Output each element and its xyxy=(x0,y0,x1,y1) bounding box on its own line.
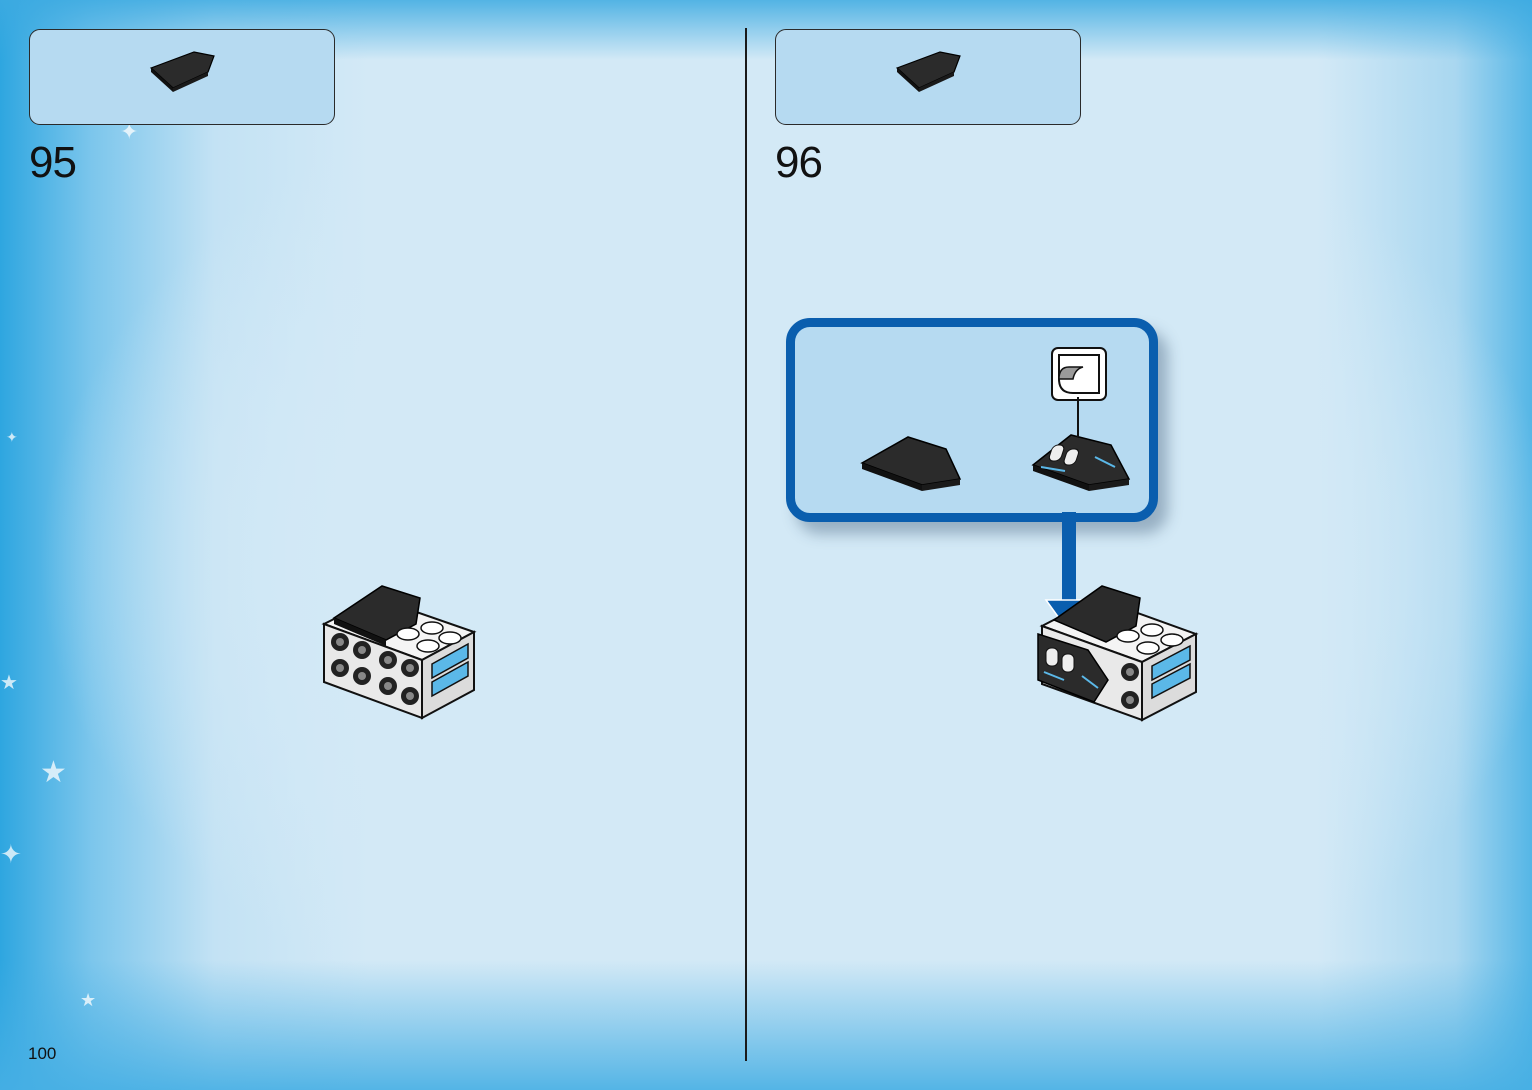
black-wedge-tile-icon xyxy=(850,427,960,497)
brick-assembly-with-tile-icon xyxy=(1034,584,1204,726)
sparkle-icon: ✦ xyxy=(0,840,22,870)
parts-callout xyxy=(29,29,335,125)
decorated-wedge-tile-icon xyxy=(1025,427,1135,497)
page-number: 100 xyxy=(28,1044,56,1064)
brick-assembly-icon xyxy=(316,584,481,724)
sparkle-icon: ★ xyxy=(80,990,96,1011)
page-background-bottom xyxy=(0,960,1532,1090)
page-divider xyxy=(745,28,747,1061)
step-number: 95 xyxy=(29,138,76,188)
sticker-icon xyxy=(1053,349,1105,399)
sparkle-icon: ★ xyxy=(0,670,18,694)
step-number: 96 xyxy=(775,138,822,188)
sticker-leader-line xyxy=(1076,397,1080,437)
sparkle-icon: ✦ xyxy=(6,430,18,446)
black-wedge-tile-icon xyxy=(30,30,334,124)
sparkle-icon: ★ xyxy=(40,755,67,790)
sticker-callout xyxy=(1051,347,1107,401)
black-wedge-tile-icon xyxy=(776,30,1080,124)
parts-callout xyxy=(775,29,1081,125)
